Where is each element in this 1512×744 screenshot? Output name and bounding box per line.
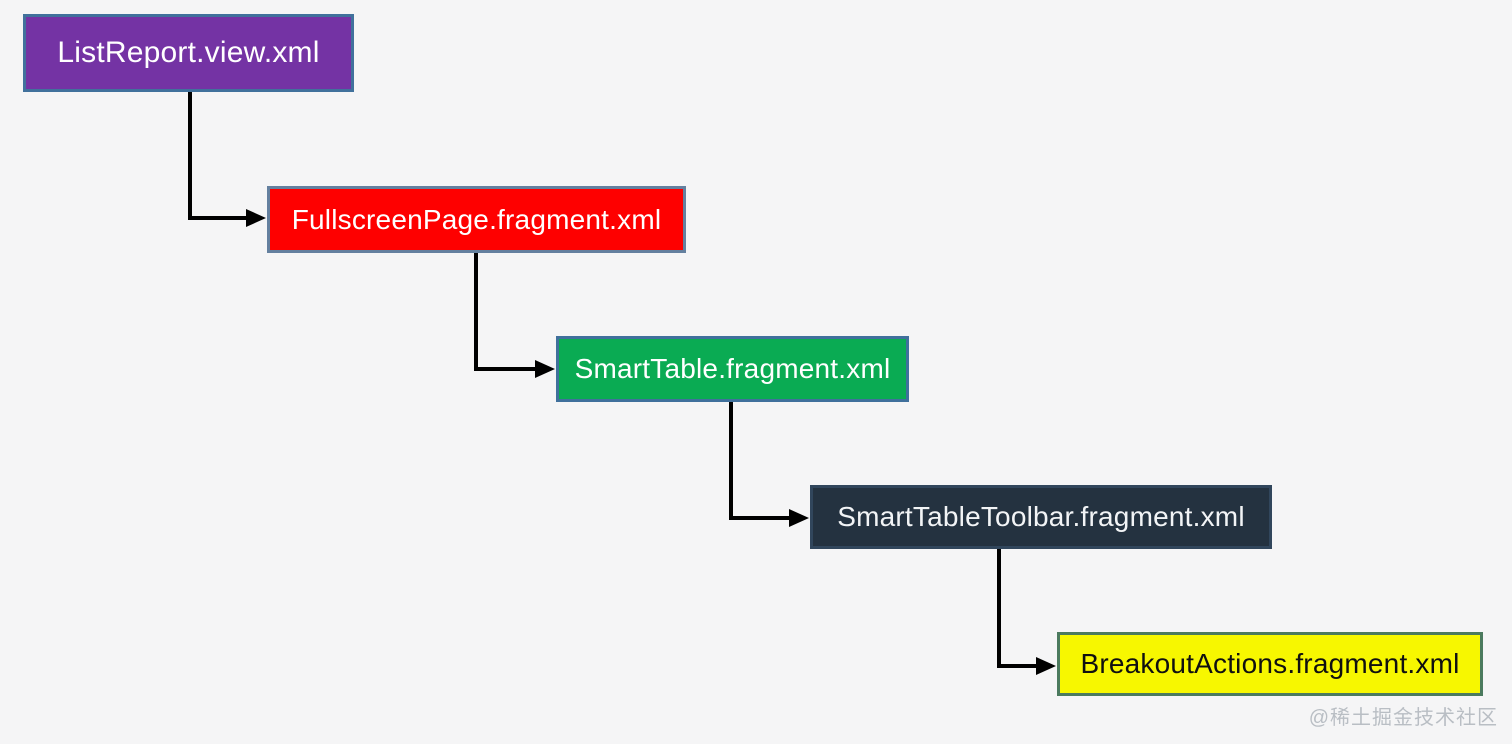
node-label: SmartTableToolbar.fragment.xml	[837, 501, 1245, 532]
watermark-text: @稀土掘金技术社区	[1308, 707, 1498, 729]
node-label: BreakoutActions.fragment.xml	[1080, 648, 1460, 679]
connector-edge-3	[729, 402, 791, 520]
node-breakoutactions-fragment-xml: BreakoutActions.fragment.xml	[1057, 632, 1483, 696]
node-label: ListReport.view.xml	[57, 36, 320, 69]
arrowhead-icon	[789, 509, 809, 527]
arrowhead-icon	[535, 360, 555, 378]
node-fullscreenpage-fragment-xml: FullscreenPage.fragment.xml	[267, 186, 686, 253]
connector-edge-2	[474, 253, 537, 371]
node-smarttabletoolbar-fragment-xml: SmartTableToolbar.fragment.xml	[810, 485, 1272, 549]
node-label: FullscreenPage.fragment.xml	[291, 203, 662, 235]
connector-edge-4	[997, 549, 1038, 668]
arrowhead-icon	[246, 209, 266, 227]
node-smarttable-fragment-xml: SmartTable.fragment.xml	[556, 336, 909, 402]
node-listreport-view-xml: ListReport.view.xml	[23, 14, 354, 92]
connector-edge-1	[188, 92, 248, 220]
node-label: SmartTable.fragment.xml	[574, 353, 891, 384]
arrowhead-icon	[1036, 657, 1056, 675]
